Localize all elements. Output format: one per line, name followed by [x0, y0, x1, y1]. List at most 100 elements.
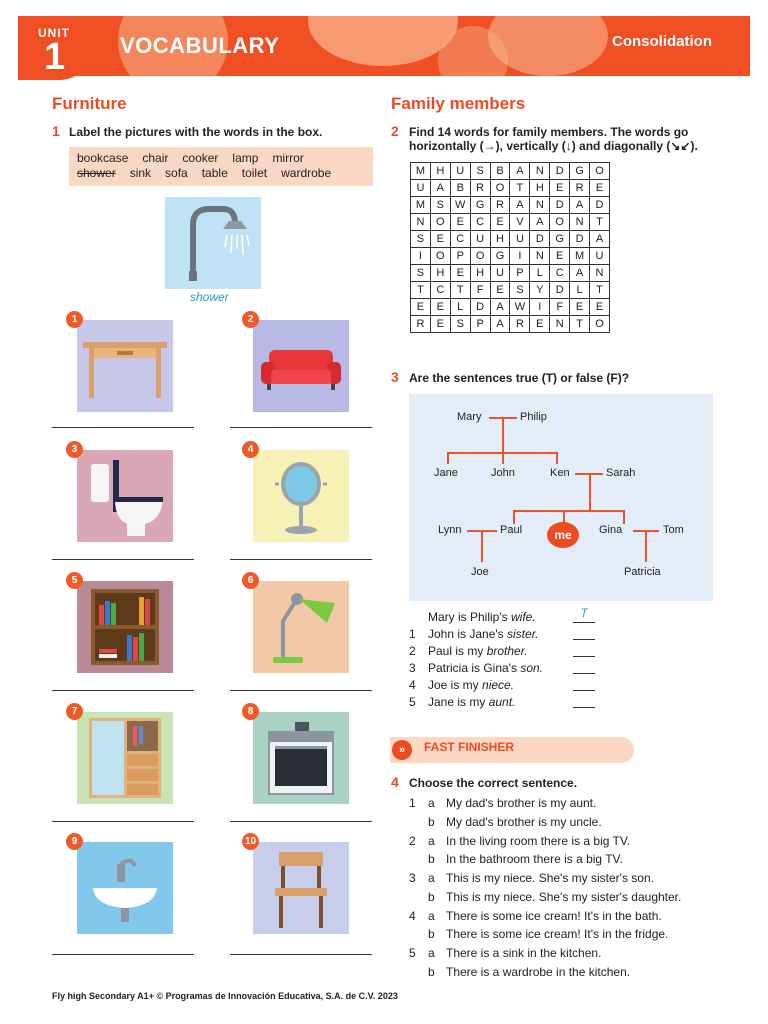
answer-blank[interactable]: [573, 639, 595, 640]
grid-cell[interactable]: D: [589, 196, 610, 214]
grid-cell[interactable]: A: [569, 196, 591, 214]
grid-cell[interactable]: H: [489, 230, 511, 248]
grid-cell[interactable]: N: [529, 196, 551, 214]
grid-cell[interactable]: D: [549, 281, 571, 299]
grid-cell[interactable]: R: [410, 315, 431, 333]
grid-cell[interactable]: M: [569, 247, 591, 265]
grid-cell[interactable]: A: [489, 315, 511, 333]
grid-cell[interactable]: S: [410, 264, 431, 282]
grid-cell[interactable]: T: [449, 281, 471, 299]
choice-option-a[interactable]: There is a sink in the kitchen.: [446, 946, 602, 960]
grid-cell[interactable]: H: [529, 179, 551, 197]
grid-cell[interactable]: L: [449, 298, 471, 316]
grid-cell[interactable]: S: [449, 315, 471, 333]
grid-cell[interactable]: M: [410, 196, 431, 214]
grid-cell[interactable]: P: [449, 247, 471, 265]
answer-blank[interactable]: [573, 707, 595, 708]
answer-line-2[interactable]: [230, 427, 372, 428]
grid-cell[interactable]: B: [489, 162, 511, 180]
grid-cell[interactable]: O: [469, 247, 491, 265]
answer-blank[interactable]: [573, 673, 595, 674]
grid-cell[interactable]: R: [569, 179, 591, 197]
statement-answer[interactable]: T: [580, 606, 588, 620]
grid-cell[interactable]: A: [569, 264, 591, 282]
answer-line-1[interactable]: [52, 427, 194, 428]
grid-cell[interactable]: D: [469, 298, 491, 316]
grid-cell[interactable]: F: [549, 298, 571, 316]
grid-cell[interactable]: E: [589, 298, 610, 316]
grid-cell[interactable]: S: [429, 196, 451, 214]
grid-cell[interactable]: T: [569, 315, 591, 333]
grid-cell[interactable]: C: [469, 213, 491, 231]
grid-cell[interactable]: G: [489, 247, 511, 265]
grid-cell[interactable]: U: [589, 247, 610, 265]
grid-cell[interactable]: C: [449, 230, 471, 248]
grid-cell[interactable]: C: [429, 281, 451, 299]
grid-cell[interactable]: H: [429, 264, 451, 282]
grid-cell[interactable]: U: [489, 264, 511, 282]
grid-cell[interactable]: B: [449, 179, 471, 197]
grid-cell[interactable]: I: [529, 298, 551, 316]
grid-cell[interactable]: T: [410, 281, 431, 299]
choice-option-b[interactable]: There is some ice cream! It's in the fri…: [446, 927, 669, 941]
grid-cell[interactable]: E: [429, 298, 451, 316]
grid-cell[interactable]: E: [529, 315, 551, 333]
grid-cell[interactable]: T: [589, 213, 610, 231]
choice-option-b[interactable]: This is my niece. She's my sister's daug…: [446, 889, 682, 904]
grid-cell[interactable]: E: [449, 264, 471, 282]
choice-option-b[interactable]: There is a wardrobe in the kitchen.: [446, 964, 631, 979]
grid-cell[interactable]: G: [569, 162, 591, 180]
grid-cell[interactable]: N: [549, 315, 571, 333]
grid-cell[interactable]: A: [489, 298, 511, 316]
grid-cell[interactable]: O: [429, 247, 451, 265]
answer-line-5[interactable]: [52, 690, 194, 691]
choice-option-b[interactable]: My dad's brother is my uncle.: [446, 814, 602, 829]
grid-cell[interactable]: S: [410, 230, 431, 248]
answer-line-4[interactable]: [230, 559, 372, 560]
grid-cell[interactable]: R: [509, 315, 531, 333]
grid-cell[interactable]: N: [529, 247, 551, 265]
grid-cell[interactable]: E: [410, 298, 431, 316]
grid-cell[interactable]: I: [509, 247, 531, 265]
choice-option-a[interactable]: In the living room there is a big TV.: [446, 833, 631, 848]
grid-cell[interactable]: U: [469, 230, 491, 248]
grid-cell[interactable]: U: [509, 230, 531, 248]
grid-cell[interactable]: E: [549, 179, 571, 197]
grid-cell[interactable]: T: [589, 281, 610, 299]
grid-cell[interactable]: O: [589, 162, 610, 180]
grid-cell[interactable]: U: [449, 162, 471, 180]
grid-cell[interactable]: V: [509, 213, 531, 231]
grid-cell[interactable]: O: [549, 213, 571, 231]
grid-cell[interactable]: O: [589, 315, 610, 333]
grid-cell[interactable]: A: [589, 230, 610, 248]
grid-cell[interactable]: W: [449, 196, 471, 214]
grid-cell[interactable]: W: [509, 298, 531, 316]
grid-cell[interactable]: C: [549, 264, 571, 282]
grid-cell[interactable]: E: [429, 315, 451, 333]
answer-line-6[interactable]: [230, 690, 372, 691]
choice-option-a[interactable]: There is some ice cream! It's in the bat…: [446, 908, 662, 923]
answer-line-9[interactable]: [52, 954, 194, 955]
choice-option-a[interactable]: My dad's brother is my aunt.: [446, 796, 597, 810]
answer-line-7[interactable]: [52, 821, 194, 822]
grid-cell[interactable]: N: [529, 162, 551, 180]
grid-cell[interactable]: D: [529, 230, 551, 248]
grid-cell[interactable]: D: [569, 230, 591, 248]
choice-option-b[interactable]: In the bathroom there is a big TV.: [446, 852, 623, 866]
grid-cell[interactable]: H: [469, 264, 491, 282]
grid-cell[interactable]: R: [489, 196, 511, 214]
grid-cell[interactable]: D: [549, 162, 571, 180]
grid-cell[interactable]: E: [489, 281, 511, 299]
grid-cell[interactable]: G: [549, 230, 571, 248]
grid-cell[interactable]: P: [509, 264, 531, 282]
grid-cell[interactable]: O: [429, 213, 451, 231]
grid-cell[interactable]: L: [569, 281, 591, 299]
grid-cell[interactable]: O: [489, 179, 511, 197]
grid-cell[interactable]: A: [509, 162, 531, 180]
grid-cell[interactable]: A: [529, 213, 551, 231]
grid-cell[interactable]: N: [410, 213, 431, 231]
answer-blank[interactable]: [573, 656, 595, 657]
grid-cell[interactable]: N: [569, 213, 591, 231]
grid-cell[interactable]: A: [509, 196, 531, 214]
grid-cell[interactable]: E: [489, 213, 511, 231]
